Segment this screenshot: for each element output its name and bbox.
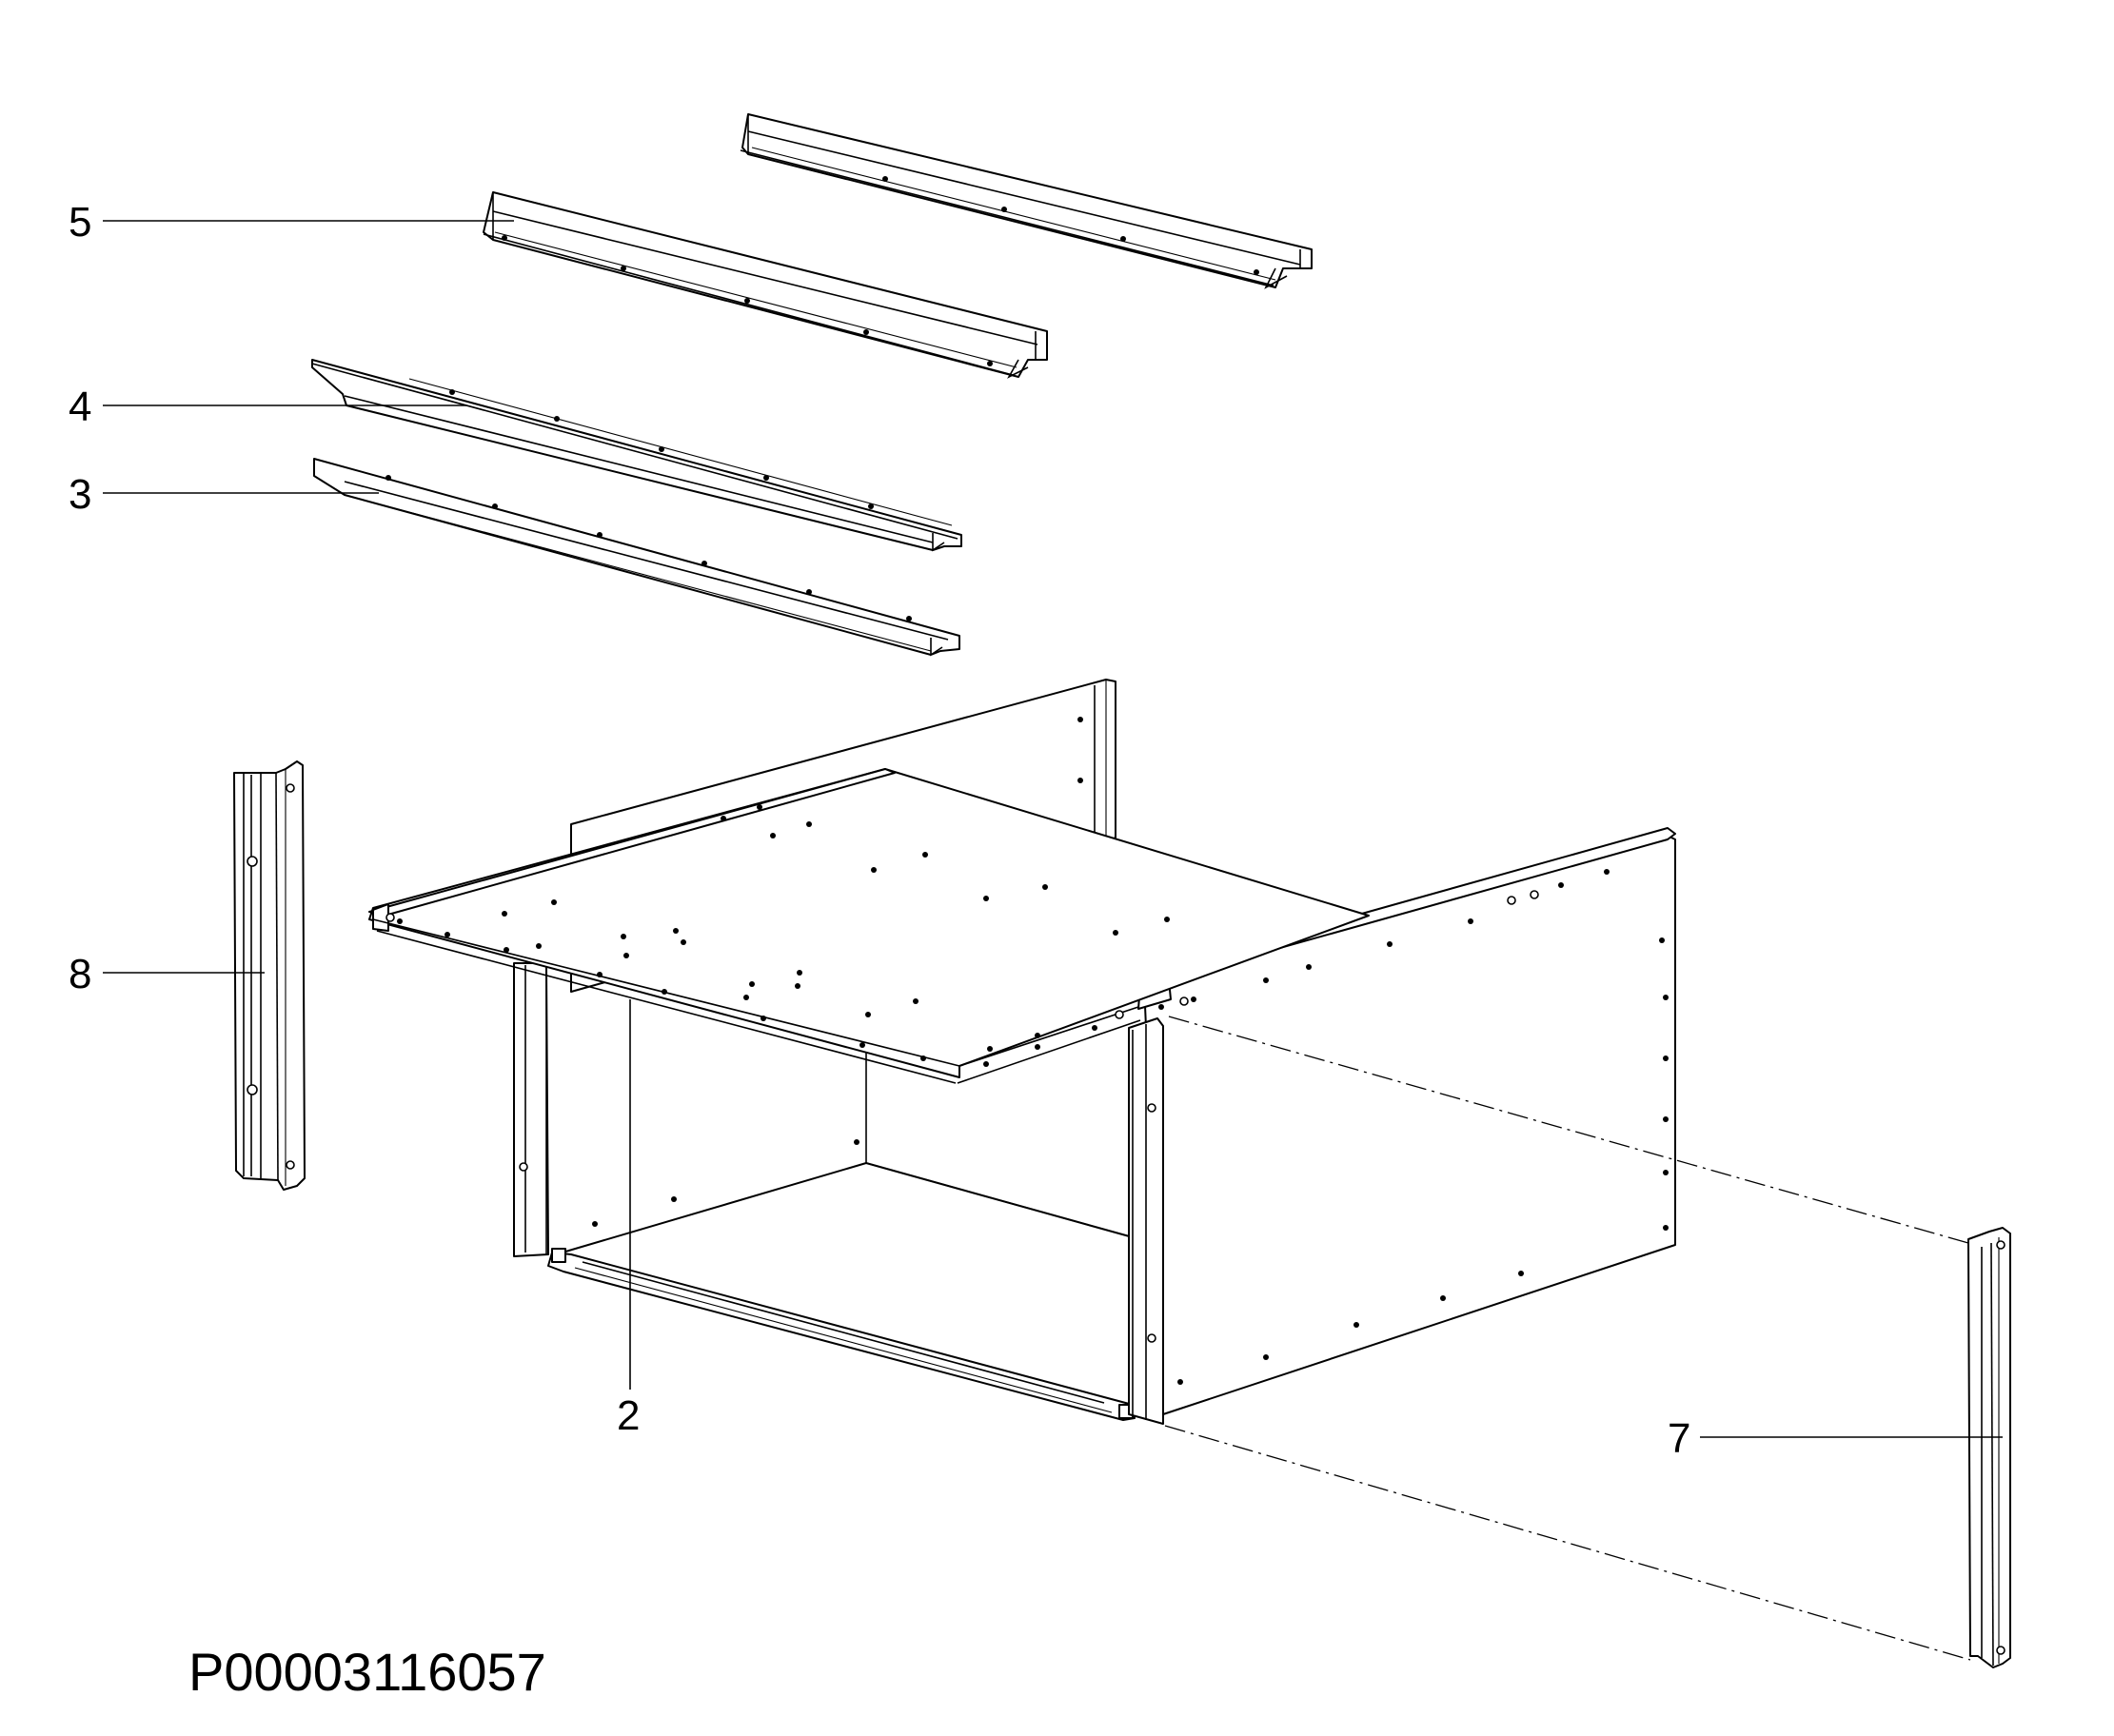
part-8-left-post [233,760,306,1191]
callout-7: 7 [1668,1415,1690,1462]
part-4-angle-rail [311,359,962,552]
rear-top-rail [740,113,1313,289]
callout-8: 8 [69,951,91,997]
drawing-number: P00003116057 [188,1642,546,1702]
part-7-right-post [1967,1227,2011,1668]
callout-2: 2 [617,1392,640,1439]
part-2-cabinet-housing [368,679,1676,1425]
part-3-flat-rail [313,458,960,657]
callout-labels: 5 4 3 8 2 7 [69,199,1690,1462]
assembly-lines [1164,1016,1971,1661]
leader-lines [103,220,2003,1438]
callout-5: 5 [69,199,91,246]
callout-3: 3 [69,471,91,518]
callout-4: 4 [69,384,91,430]
part-5-top-rail [483,191,1048,379]
left-front-post [513,962,549,1257]
